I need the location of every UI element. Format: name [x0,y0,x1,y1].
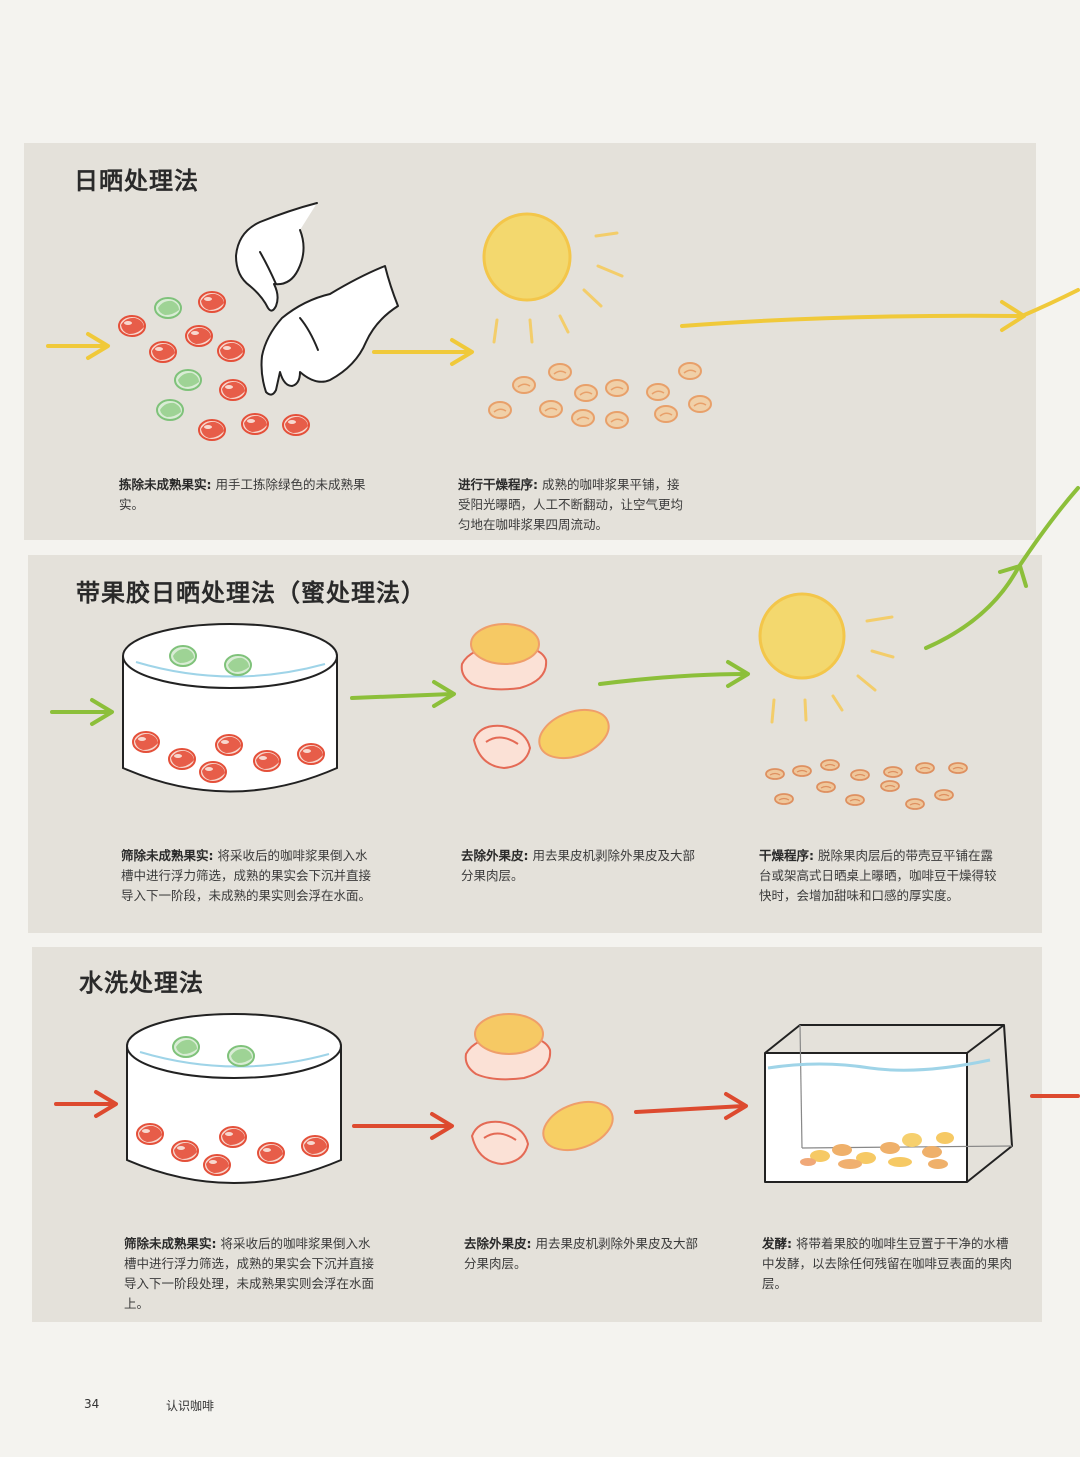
step-caption: 去除外果皮: 用去果皮机剥除外果皮及大部分果肉层。 [461,846,696,886]
pulped-cherry-icon [464,1013,614,1166]
step-caption: 拣除未成熟果实: 用手工拣除绿色的未成熟果实。 [119,475,379,515]
drying-beans [488,362,712,429]
step-label: 去除外果皮: [464,1236,532,1251]
arrow-icon [680,288,1080,332]
arrow-icon [372,338,474,366]
step-label: 去除外果皮: [461,848,529,863]
step-caption: 去除外果皮: 用去果皮机剥除外果皮及大部分果肉层。 [464,1234,699,1274]
water-tank-icon [126,1013,342,1184]
section-title: 带果胶日晒处理法（蜜处理法） [76,579,426,607]
hand-icon [235,202,399,396]
arrow-icon [350,680,456,708]
step-text: 用去果皮机剥除外果皮及大部分果肉层。 [461,848,695,883]
arrow-icon [46,332,110,360]
section-name: 认识咖啡 [166,1399,215,1413]
fermentation-tank-icon [764,1024,1013,1183]
step-label: 拣除未成熟果实: [119,477,212,492]
arrow-icon [54,1090,118,1118]
sun-icon [758,592,895,724]
arrow-icon [352,1112,454,1140]
step-text: 将采收后的咖啡浆果倒入水槽中进行浮力筛选，成熟的果实会下沉并直接导入下一阶段处理… [124,1236,375,1311]
step-text: 将采收后的咖啡浆果倒入水槽中进行浮力筛选，成熟的果实会下沉并直接导入下一阶段，未… [121,848,372,903]
step-label: 干燥程序: [759,848,814,863]
page-number: 34 [84,1397,100,1411]
section-title: 日晒处理法 [74,167,199,195]
step-text: 成熟的咖啡浆果平铺，接受阳光曝晒，人工不断翻动，让空气更均匀地在咖啡浆果四周流动… [458,477,684,532]
step-caption: 筛除未成熟果实: 将采收后的咖啡浆果倒入水槽中进行浮力筛选，成熟的果实会下沉并直… [121,846,371,906]
step-caption: 发酵: 将带着果胶的咖啡生豆置于干净的水槽中发酵，以去除任何残留在咖啡豆表面的果… [762,1234,1012,1294]
step-label: 筛除未成熟果实: [124,1236,217,1251]
step-caption: 进行干燥程序: 成熟的咖啡浆果平铺，接受阳光曝晒，人工不断翻动，让空气更均匀地在… [458,475,688,535]
arrow-icon [50,698,114,726]
drying-beans [765,759,968,810]
step-caption: 干燥程序: 脱除果肉层后的带壳豆平铺在露台或架高式日晒桌上曝晒，咖啡豆干燥得较快… [759,846,1004,906]
sun-icon [482,212,624,344]
step-text: 用手工拣除绿色的未成熟果实。 [119,477,366,512]
water-tank-icon [122,623,338,793]
step-label: 筛除未成熟果实: [121,848,214,863]
step-text: 将带着果胶的咖啡生豆置于干净的水槽中发酵，以去除任何残留在咖啡豆表面的果肉层。 [762,1236,1013,1291]
arrow-icon [634,1092,748,1120]
step-label: 进行干燥程序: [458,477,538,492]
step-label: 发酵: [762,1236,792,1251]
arrow-icon [598,660,750,688]
step-caption: 筛除未成熟果实: 将采收后的咖啡浆果倒入水槽中进行浮力筛选，成熟的果实会下沉并直… [124,1234,374,1314]
step-text: 脱除果肉层后的带壳豆平铺在露台或架高式日晒桌上曝晒，咖啡豆干燥得较快时，会增加甜… [759,848,997,903]
pulped-cherry-icon [460,623,610,770]
arrow-icon [924,486,1080,650]
step-text: 用去果皮机剥除外果皮及大部分果肉层。 [464,1236,698,1271]
section-title: 水洗处理法 [79,969,204,997]
